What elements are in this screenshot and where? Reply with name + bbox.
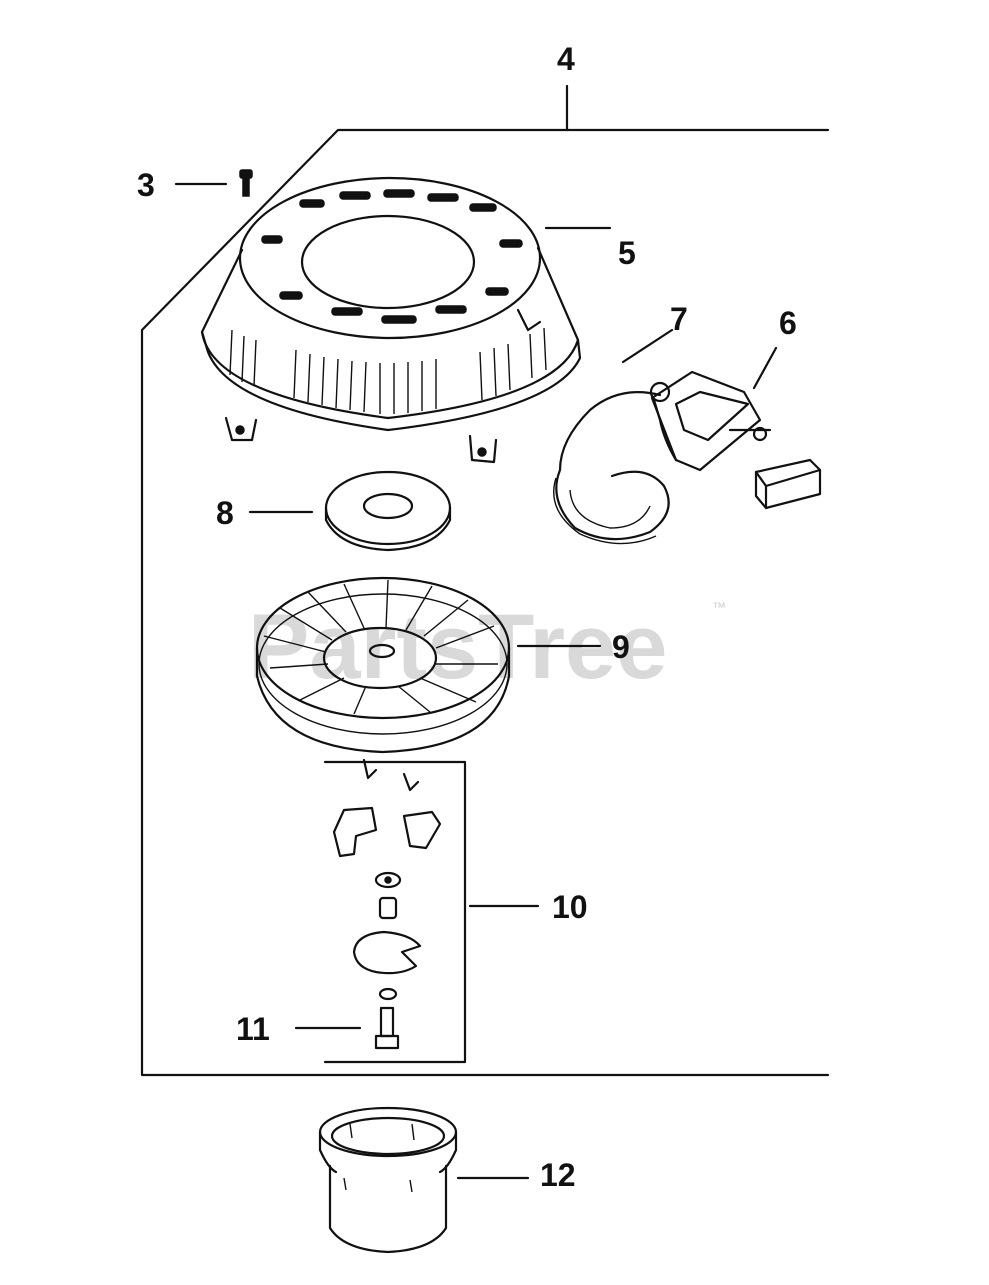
starter-rope-part <box>553 391 670 545</box>
callout-8: 8 <box>216 495 234 531</box>
starter-housing-part <box>200 176 582 464</box>
watermark-trademark: ™ <box>712 599 726 615</box>
callout-11: 11 <box>236 1011 270 1047</box>
pulley-part <box>255 576 511 754</box>
callout-3: 3 <box>137 167 155 203</box>
leader-7 <box>621 328 674 364</box>
starter-cup-part <box>318 1106 458 1254</box>
bolt-part <box>374 1006 400 1050</box>
screw-part <box>239 169 253 197</box>
callout-12: 12 <box>540 1157 576 1193</box>
watermark: PartsTree ™ <box>248 596 726 698</box>
watermark-text: PartsTree <box>248 596 667 698</box>
bushing-part <box>324 470 452 552</box>
assembly-bracket <box>140 84 830 1077</box>
pawl-kit-bracket <box>323 760 467 1064</box>
leader-6 <box>752 346 778 390</box>
starter-handle-part <box>649 370 822 510</box>
pawl-kit-part <box>332 758 442 1001</box>
callout-9: 9 <box>612 629 630 665</box>
leader-lines <box>174 182 778 1180</box>
callout-labels: 3 4 5 6 7 8 9 10 11 12 <box>137 41 797 1193</box>
callout-4: 4 <box>557 41 575 77</box>
callout-6: 6 <box>779 305 797 341</box>
callout-5: 5 <box>618 235 636 271</box>
callout-7: 7 <box>670 301 688 337</box>
callout-10: 10 <box>552 889 588 925</box>
